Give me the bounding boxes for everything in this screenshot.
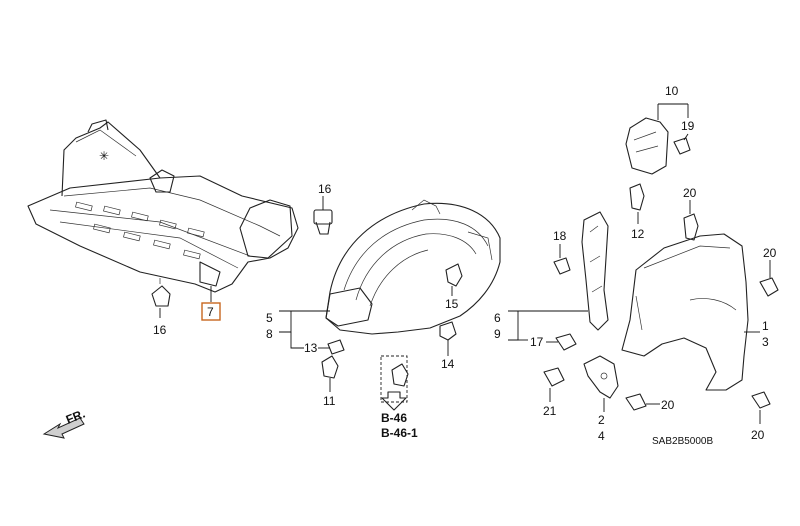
fasteners: [151, 137, 779, 411]
callout-20-lower: 20: [751, 428, 765, 442]
callout-2: 2: [598, 413, 605, 427]
callout-6: 6: [494, 311, 501, 325]
callout-8: 8: [266, 327, 273, 341]
front-fender-part: [621, 233, 749, 391]
under-cover-part: ✳: [27, 119, 299, 293]
callout-20-right: 20: [763, 246, 777, 260]
callout-13: 13: [304, 341, 318, 355]
callout-12: 12: [631, 227, 645, 241]
leader-lines: [159, 103, 771, 424]
front-direction-arrow-icon: [42, 417, 85, 439]
callout-18: 18: [553, 229, 567, 243]
callout-21: 21: [543, 404, 557, 418]
callout-16-upper: 16: [318, 182, 332, 196]
lower-bracket-part: [583, 355, 619, 399]
callout-10: 10: [665, 84, 679, 98]
down-arrow-icon: [381, 391, 407, 411]
callout-1: 1: [762, 319, 769, 333]
callout-20-mid: 20: [661, 398, 675, 412]
callout-16-lower: 16: [153, 323, 167, 337]
callout-11: 11: [323, 394, 336, 408]
reference-b46: B-46: [381, 411, 407, 425]
callout-5: 5: [266, 311, 273, 325]
callout-14: 14: [441, 357, 455, 371]
callout-9: 9: [494, 327, 501, 341]
fender-bracket-part: [625, 117, 669, 175]
highlight-box-7: [201, 302, 221, 321]
callout-17: 17: [530, 335, 544, 349]
callout-4: 4: [598, 429, 605, 443]
asterisk-mark: ✳: [99, 149, 109, 163]
front-direction-label: FR.: [64, 407, 87, 427]
callout-19: 19: [681, 119, 695, 133]
inner-fender-part: [325, 199, 501, 335]
splash-bracket-part: [581, 211, 609, 331]
callout-20-top: 20: [683, 186, 697, 200]
callout-15: 15: [445, 297, 459, 311]
reference-dashed-box: [380, 355, 408, 403]
diagram-code: SAB2B5000B: [652, 436, 713, 447]
reference-b46-1: B-46-1: [381, 426, 418, 440]
callout-3: 3: [762, 335, 769, 349]
callout-7: 7: [207, 305, 214, 319]
